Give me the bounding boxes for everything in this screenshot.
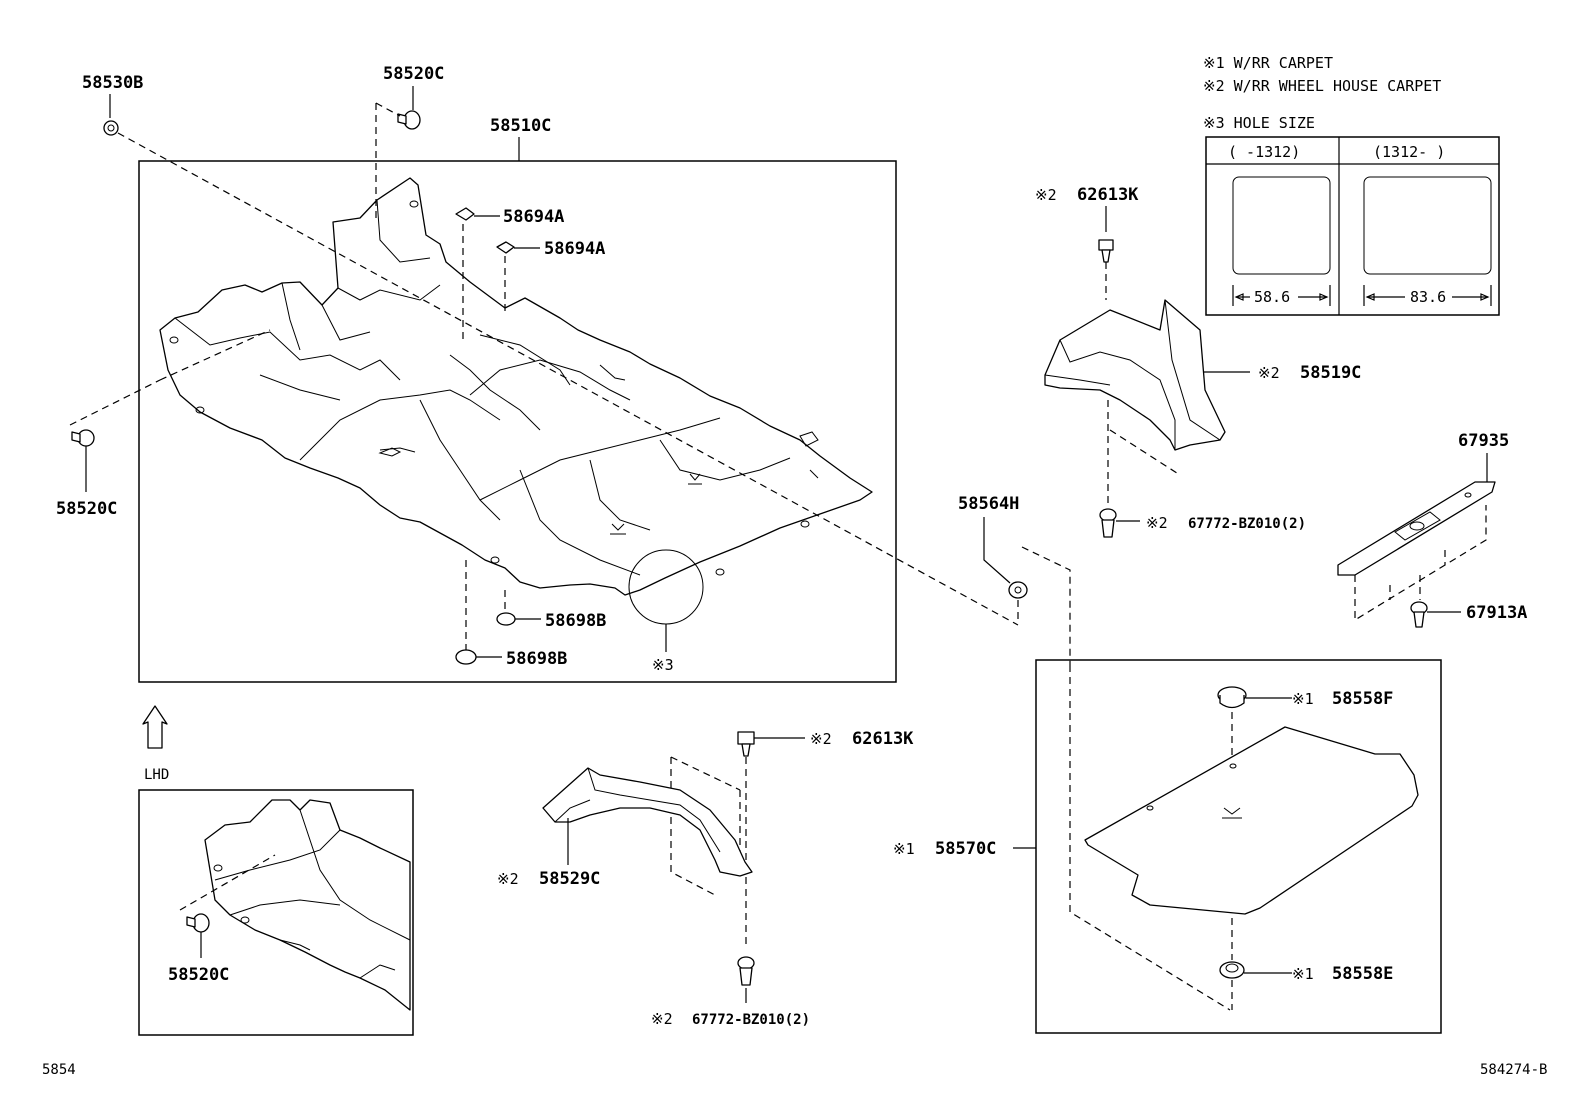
label-58694A-1[interactable]: 58694A	[503, 207, 564, 227]
note-2: ※2 W/RR WHEEL HOUSE CARPET	[1203, 77, 1441, 95]
clip-icon[interactable]	[71, 429, 95, 447]
hole-col2-header: (1312- )	[1373, 143, 1445, 161]
wheel-house-carpet-58519C[interactable]	[1044, 299, 1226, 451]
arrow-up-icon	[142, 705, 168, 749]
label-67772-bot[interactable]: 67772-BZ010(2)	[692, 1012, 810, 1028]
footer-left-code: 5854	[42, 1062, 76, 1078]
wheel-house-carpet-58529C[interactable]	[542, 767, 753, 877]
hole-col1-dim: 58.6	[1254, 288, 1290, 306]
label-58519C[interactable]: 58519C	[1300, 363, 1361, 383]
clip-icon[interactable]	[737, 956, 755, 986]
label-58529C[interactable]: 58529C	[539, 869, 600, 889]
carpet-logo-icon	[688, 473, 702, 485]
hole-size-table: ( -1312) (1312- ) 58.6 83.6	[1205, 136, 1500, 316]
clip-icon[interactable]	[455, 207, 475, 221]
clip-icon[interactable]	[1098, 239, 1114, 263]
mark-62613K-bot: ※2	[810, 730, 832, 748]
label-58558E[interactable]: 58558E	[1332, 964, 1393, 984]
label-67913A[interactable]: 67913A	[1466, 603, 1527, 623]
label-58530B[interactable]: 58530B	[82, 73, 143, 93]
mark-67772-top: ※2	[1146, 514, 1168, 532]
clip-icon[interactable]	[103, 120, 119, 136]
clip-icon[interactable]	[186, 913, 210, 933]
grommet-icon[interactable]	[1219, 961, 1245, 979]
mark-58558E: ※1	[1292, 965, 1314, 983]
hole-col1-header: ( -1312)	[1228, 143, 1300, 161]
lhd-carpet-frame	[138, 789, 414, 1036]
rear-carpet-frame	[1035, 659, 1442, 1034]
clip-icon[interactable]	[1008, 581, 1028, 599]
label-58698B-1[interactable]: 58698B	[545, 611, 606, 631]
clip-icon[interactable]	[737, 731, 755, 757]
label-58520C-top[interactable]: 58520C	[383, 64, 444, 84]
note-1: ※1 W/RR CARPET	[1203, 54, 1333, 72]
mark-58529C: ※2	[497, 870, 519, 888]
mark-58570C: ※1	[893, 840, 915, 858]
mark-58558F: ※1	[1292, 690, 1314, 708]
label-mark3: ※3	[652, 656, 674, 674]
footer-right-code: 584274-B	[1480, 1062, 1547, 1078]
main-carpet-frame	[138, 160, 897, 683]
label-62613K-top[interactable]: 62613K	[1077, 185, 1139, 205]
label-62613K-bot[interactable]: 62613K	[852, 729, 914, 749]
grommet-icon[interactable]	[455, 649, 477, 665]
label-lhd: LHD	[144, 767, 169, 783]
label-58698B-2[interactable]: 58698B	[506, 649, 567, 669]
mark-58519C: ※2	[1258, 364, 1280, 382]
label-67772-top[interactable]: 67772-BZ010(2)	[1188, 516, 1306, 532]
floor-carpet-58510C[interactable]	[159, 177, 873, 596]
label-58694A-2[interactable]: 58694A	[544, 239, 605, 259]
lhd-carpet-variant[interactable]	[204, 799, 411, 1011]
label-58510C[interactable]: 58510C	[490, 116, 551, 136]
clip-icon[interactable]	[397, 110, 421, 130]
mark-67772-bot: ※2	[651, 1010, 673, 1028]
hole-col2-dim: 83.6	[1410, 288, 1446, 306]
label-58520C-left[interactable]: 58520C	[56, 499, 117, 519]
label-67935[interactable]: 67935	[1458, 431, 1509, 451]
label-58564H[interactable]: 58564H	[958, 494, 1019, 514]
clip-icon[interactable]	[1099, 508, 1117, 538]
clip-icon[interactable]	[1410, 601, 1428, 628]
grommet-icon[interactable]	[496, 612, 516, 626]
trim-67935[interactable]	[1337, 481, 1496, 576]
label-58520C-lhd[interactable]: 58520C	[168, 965, 229, 985]
rear-carpet-58570C[interactable]	[1084, 726, 1419, 915]
label-58558F[interactable]: 58558F	[1332, 689, 1393, 709]
label-58570C[interactable]: 58570C	[935, 839, 996, 859]
grommet-icon[interactable]	[1217, 686, 1247, 709]
clip-icon[interactable]	[496, 241, 515, 254]
mark-62613K-top: ※2	[1035, 186, 1057, 204]
note-3: ※3 HOLE SIZE	[1203, 114, 1315, 132]
